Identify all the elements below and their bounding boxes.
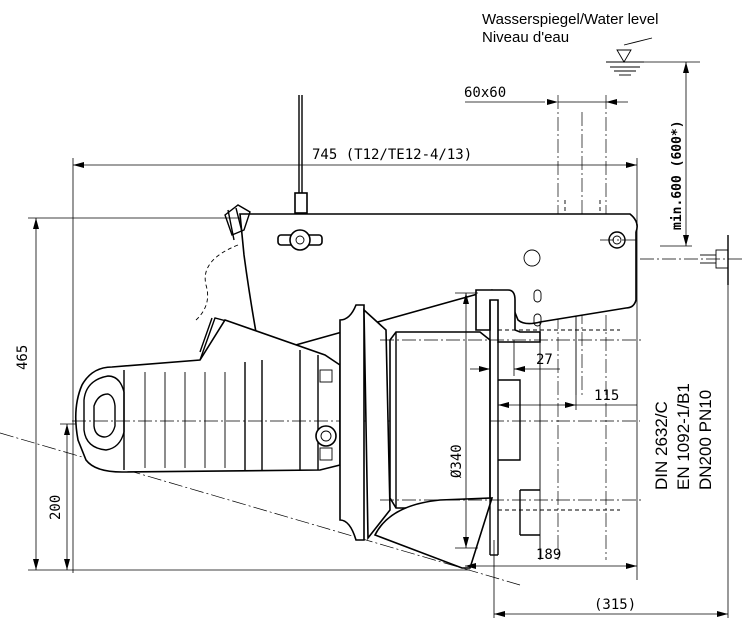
dim-115-label: 115 bbox=[594, 388, 619, 404]
standard-line3: DN200 PN10 bbox=[696, 390, 715, 490]
diameter-label: Ø340 bbox=[449, 444, 465, 478]
dim-315 bbox=[493, 285, 729, 618]
min-depth-label: min.600 (600*) bbox=[670, 120, 685, 230]
water-level-label-fr: Niveau d'eau bbox=[482, 29, 569, 46]
standard-line2: EN 1092-1/B1 bbox=[674, 383, 693, 490]
overall-height-label: 465 bbox=[15, 345, 31, 370]
standard-line1: DIN 2632/C bbox=[652, 401, 671, 490]
min-depth-dimension bbox=[660, 62, 692, 247]
cone-flange bbox=[339, 289, 643, 569]
dim-189-label: 189 bbox=[536, 547, 561, 563]
motor-housing bbox=[74, 319, 341, 473]
square-section-label: 60x60 bbox=[464, 85, 506, 101]
overall-length-label: 745 (T12/TE12-4/13) bbox=[312, 147, 472, 163]
water-level-label: Wasserspiegel/Water level bbox=[482, 11, 658, 28]
dim-189 bbox=[465, 563, 637, 569]
water-level-symbol bbox=[606, 37, 700, 76]
dim-27-label: 27 bbox=[536, 352, 553, 368]
lifting-rod bbox=[294, 95, 308, 214]
dim-27 bbox=[470, 340, 560, 376]
dim-115 bbox=[498, 395, 637, 410]
guide-rail bbox=[465, 95, 628, 560]
wall-bracket bbox=[640, 235, 743, 285]
overall-height-dimension bbox=[28, 217, 470, 571]
dim-315-label: (315) bbox=[594, 597, 636, 613]
clamp-knob bbox=[277, 229, 323, 251]
diameter-dimension bbox=[455, 292, 478, 549]
bottom-height-label: 200 bbox=[48, 495, 64, 520]
